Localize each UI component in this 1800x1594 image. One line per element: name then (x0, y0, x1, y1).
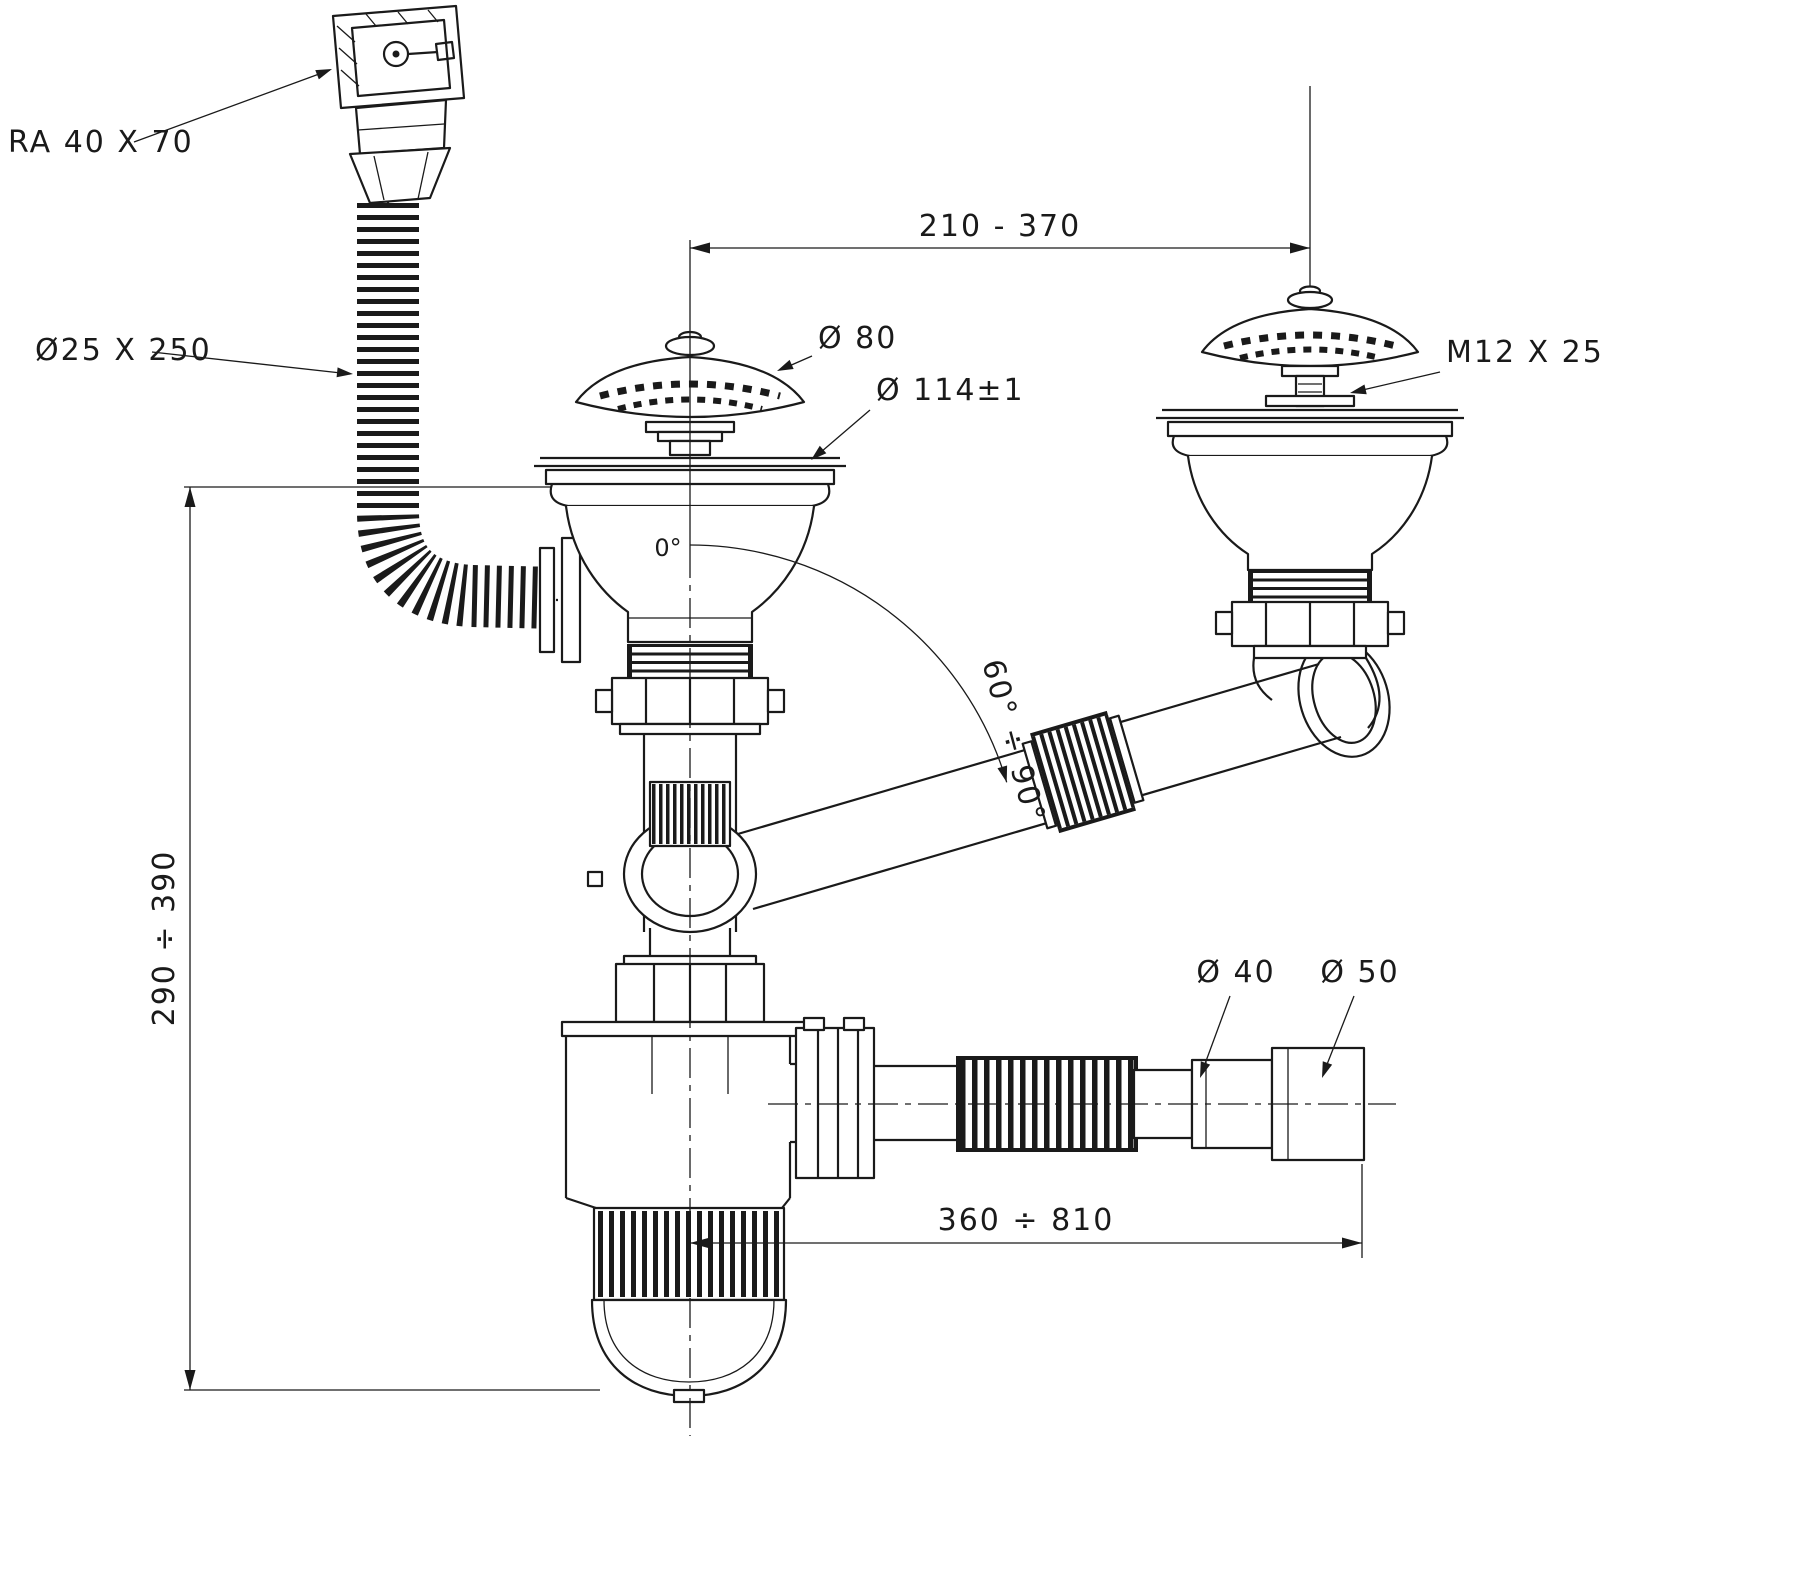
overflow-assembly (331, 4, 582, 664)
hatch-line (340, 69, 360, 87)
label-outlet-large: Ø 50 (1320, 955, 1399, 1078)
elbow-right-edge (1365, 657, 1381, 729)
nut-lug-left (1214, 610, 1234, 636)
basket-disk-lower (1264, 394, 1356, 408)
overflow-box-inner (350, 18, 452, 98)
dim-text: 360 ÷ 810 (938, 1203, 1115, 1238)
dimension-outlet-reach: 360 ÷ 810 (690, 1164, 1363, 1258)
basket-disk (1280, 364, 1340, 378)
nut-tab (842, 1016, 866, 1032)
label-text: Ø 80 (818, 321, 897, 356)
label-flange-diameter: Ø 114±1 (811, 373, 1025, 460)
label-text: M12 X 25 (1446, 335, 1604, 370)
neck-line (357, 123, 445, 131)
hatch-line (427, 9, 439, 23)
flange-plate (1166, 420, 1454, 438)
centerlines (689, 240, 1396, 1436)
hatch-line (336, 25, 356, 43)
funnel-facet (373, 155, 385, 201)
leader-arrow (1200, 1061, 1211, 1078)
leader-line (133, 69, 331, 143)
dim-arrow-bottom (184, 1370, 196, 1390)
dim-text: 210 - 370 (919, 209, 1081, 244)
trap-taper-left (565, 1196, 597, 1210)
dim-arrow-left (690, 1237, 710, 1249)
angle-arc (689, 544, 1008, 783)
leader-line (151, 351, 351, 375)
label-text: Ø 114±1 (876, 373, 1025, 408)
basket-slots-row2 (1239, 346, 1381, 361)
hose-clamp-outer (538, 546, 556, 654)
outlet-pipe (790, 1016, 1366, 1180)
dim-arrow-right (1290, 242, 1310, 254)
ball-pin (586, 870, 604, 888)
leader-arrow (1350, 384, 1367, 395)
label-text: Ø25 X 250 (35, 333, 212, 368)
dim-arrow-top (184, 487, 196, 507)
basket-dome (1200, 307, 1420, 368)
arc-arrowhead (997, 765, 1008, 783)
basket-slots-row1 (1223, 331, 1397, 350)
overflow-key-dot (392, 50, 400, 58)
nut-lug-right (766, 688, 786, 714)
right-strainer-assembly (1156, 86, 1464, 729)
angle-zero-label: 0° (654, 534, 681, 562)
nut-body (1031, 714, 1135, 830)
nut-lug-right (1386, 610, 1406, 636)
overflow-hose-ribs (357, 203, 557, 629)
hatch-line (397, 11, 409, 25)
leader-line (1353, 371, 1441, 393)
leader-line (1323, 995, 1355, 1073)
label-overflow-hose: Ø25 X 250 (35, 333, 353, 378)
label-text: Ø 50 (1320, 955, 1399, 990)
overflow-pin-head (434, 40, 456, 62)
tailpipe-and-ball-joint (586, 734, 766, 1024)
funnel-facet (417, 151, 429, 200)
dimension-height-range: 290 ÷ 390 (147, 486, 600, 1391)
midpipe-slip-nut (1021, 710, 1145, 834)
flange-lip (1171, 435, 1449, 458)
label-fixing-screw: M12 X 25 (1350, 335, 1604, 395)
diagonal-link-pipe (730, 638, 1391, 911)
trap-cup-inner (603, 1299, 775, 1383)
leader-line (1201, 995, 1231, 1073)
label-overflow-head: RA 40 X 70 (8, 69, 332, 160)
hatch-line (365, 13, 377, 27)
dim-arrow-left (690, 242, 710, 254)
leader-arrow (811, 445, 827, 460)
basket-slots-row2 (617, 396, 763, 412)
leader-arrow (315, 69, 332, 80)
trap-plug (672, 1388, 706, 1404)
overflow-pin (407, 50, 439, 56)
dim-text: 290 ÷ 390 (147, 850, 182, 1027)
dimension-center-distance: 210 - 370 (690, 209, 1310, 254)
nut-lug-left (594, 688, 614, 714)
label-outlet-small: Ø 40 (1196, 955, 1275, 1078)
hose-clamp-inner (560, 536, 582, 664)
label-text: RA 40 X 70 (8, 125, 194, 160)
trap-taper-right (781, 1197, 791, 1209)
label-basket-diameter: Ø 80 (777, 321, 897, 371)
nut-rim-right (1108, 714, 1145, 804)
overflow-box-outer (331, 4, 466, 110)
overflow-funnel (348, 146, 452, 205)
bottle-trap (560, 1020, 820, 1404)
elbow-collar (1252, 644, 1368, 660)
overflow-hose-body (357, 203, 557, 629)
hatch-line (338, 47, 358, 65)
elbow-left-edge (1252, 657, 1273, 701)
leader-arrow (1322, 1061, 1333, 1078)
nut-tab (802, 1016, 826, 1032)
outlet-slip-nut (794, 1026, 876, 1180)
leader-arrow (777, 359, 794, 371)
leader-arrow (336, 367, 353, 378)
label-text: Ø 40 (1196, 955, 1275, 990)
strainer-bowl (1186, 455, 1434, 572)
knob-base (1286, 290, 1334, 310)
nut-rim-left (1021, 740, 1058, 830)
dim-arrow-right (1342, 1237, 1362, 1249)
